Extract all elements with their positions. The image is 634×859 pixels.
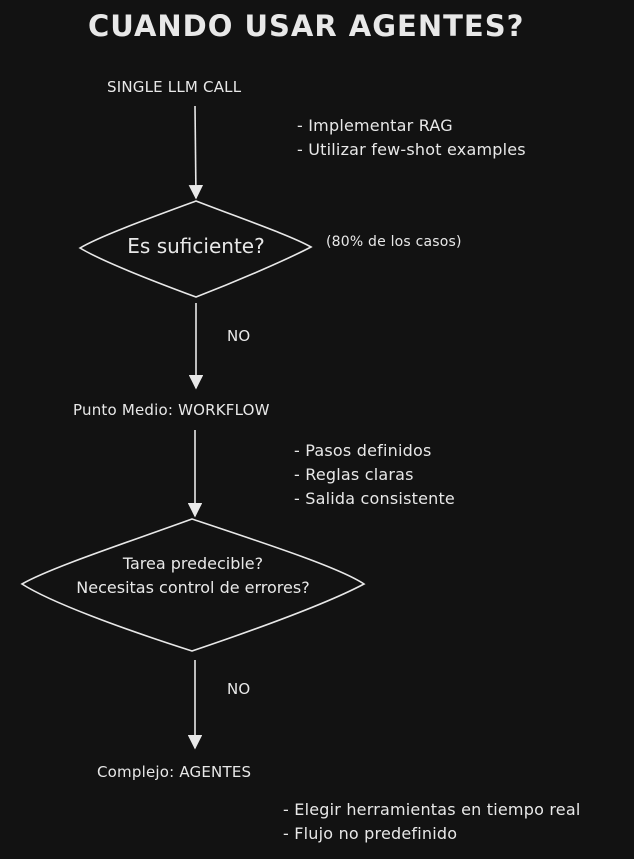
decision-2-diamond [20, 518, 366, 652]
note-line: - Pasos definidos [294, 441, 432, 460]
note-line: - Elegir herramientas en tiempo real [283, 800, 581, 819]
note-line: - Implementar RAG [297, 116, 453, 135]
arrow-single-to-decision1 [188, 105, 204, 200]
decision-1-diamond [78, 200, 313, 298]
note-line: - Utilizar few-shot examples [297, 140, 526, 159]
node-agents: Complejo: AGENTES [97, 763, 252, 781]
note-agents: - Elegir herramientas en tiempo real - F… [283, 798, 580, 846]
note-line: - Flujo no predefinido [283, 824, 458, 843]
note-decision-1: (80% de los casos) [326, 234, 462, 250]
page-title: CUANDO USAR AGENTES? [88, 9, 525, 43]
note-workflow: - Pasos definidos - Reglas claras - Sali… [294, 439, 455, 511]
decision-1-label: Es suficiente? [127, 234, 265, 258]
decision-2-line-2: Necesitas control de errores? [76, 578, 310, 597]
node-workflow: Punto Medio: WORKFLOW [73, 401, 270, 419]
note-single-llm: - Implementar RAG - Utilizar few-shot ex… [297, 114, 526, 162]
decision-2-label: Tarea predecible? Necesitas control de e… [22, 552, 364, 600]
note-line: - Reglas claras [294, 465, 414, 484]
decision-2-line-1: Tarea predecible? [122, 554, 264, 573]
edge-label-no-2: NO [227, 680, 251, 698]
note-line: - Salida consistente [294, 489, 455, 508]
node-single-llm-call: SINGLE LLM CALL [107, 78, 242, 96]
edge-label-no-1: NO [227, 327, 251, 345]
